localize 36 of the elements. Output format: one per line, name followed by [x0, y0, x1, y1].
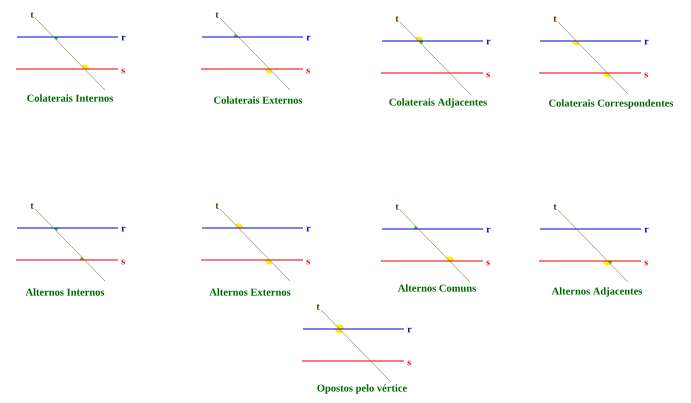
caption: Colaterais Internos — [27, 94, 114, 102]
line-label: s — [122, 68, 125, 74]
line-label: t — [316, 304, 320, 310]
line-label: r — [306, 36, 310, 40]
line-label: s — [644, 72, 648, 78]
line-label: t — [30, 12, 34, 18]
line-label: s — [306, 260, 310, 264]
line-label: t — [30, 203, 34, 209]
line-label: r — [486, 40, 490, 44]
line-label: s — [306, 68, 310, 74]
caption: Alternos Externos — [209, 288, 290, 296]
caption: Colaterais Externos — [214, 96, 302, 104]
line-label: r — [306, 226, 310, 232]
line-label: t — [216, 12, 219, 18]
line-label: t — [396, 204, 399, 210]
line-label: t — [554, 204, 557, 210]
line-label: s — [486, 72, 490, 78]
caption: Colaterais Correspondentes — [549, 99, 674, 109]
line-label: r — [121, 36, 126, 40]
line-label: s — [486, 260, 490, 266]
line-label: r — [644, 228, 648, 232]
caption: Alternos Comuns — [398, 284, 476, 292]
line-label: s — [408, 360, 411, 366]
line-label: s — [122, 260, 125, 264]
caption: Alternos Adjacentes — [552, 287, 642, 297]
line-label: t — [396, 16, 399, 22]
caption: Alternos Internos — [26, 288, 104, 296]
line-label: t — [554, 16, 557, 22]
line-label: r — [644, 40, 648, 44]
line-label: r — [486, 228, 490, 232]
line-label: r — [407, 328, 412, 332]
caption: Opostos pelo vértice — [317, 384, 407, 394]
caption: Colaterais Adjacentes — [389, 98, 487, 108]
line-label: r — [121, 226, 126, 232]
line-label: t — [216, 203, 219, 209]
line-label: s — [644, 260, 648, 266]
